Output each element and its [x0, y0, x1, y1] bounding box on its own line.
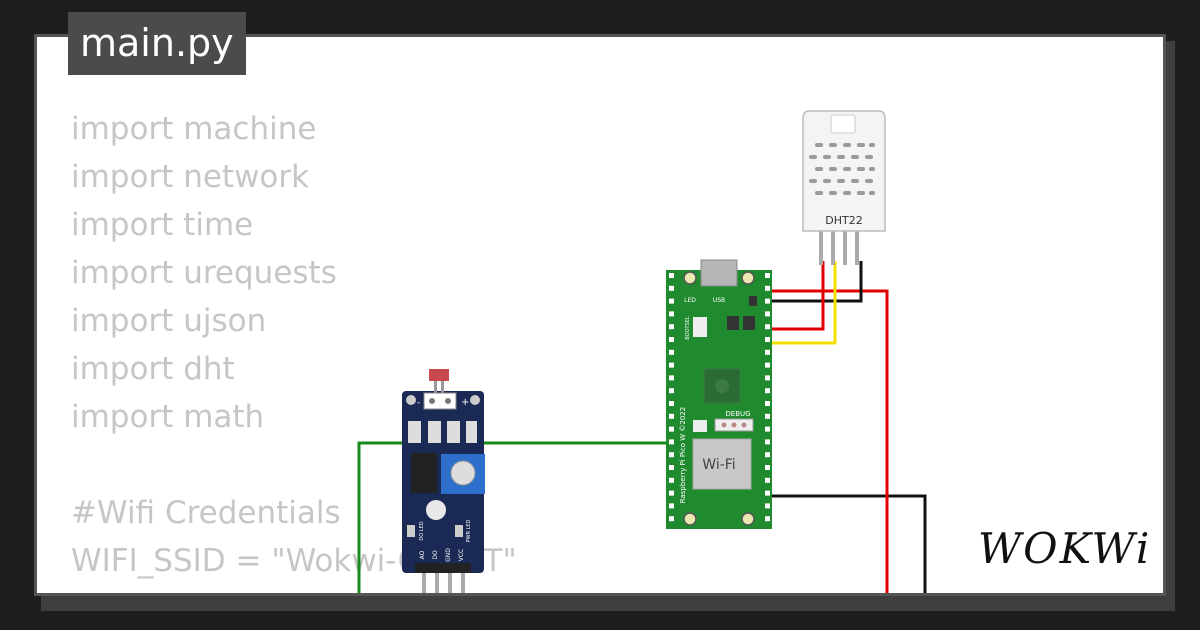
dht22-sensor[interactable]: DHT22 [802, 110, 886, 265]
pico-w-board[interactable]: Wi-Fi USB LED DEBUG BOOTSEL Raspberry Pi… [666, 259, 772, 529]
code-line: import urequests [71, 255, 337, 291]
pin-label-vcc: VCC [458, 549, 465, 561]
photoresistor [429, 369, 449, 381]
header-pin[interactable] [669, 413, 674, 419]
debug-label: DEBUG [725, 410, 750, 418]
code-line: WIFI_PASSWORD = "" [71, 585, 517, 593]
header-pin[interactable] [669, 465, 674, 470]
header-pin[interactable] [669, 516, 674, 522]
wokwi-logo: WOKWi [978, 524, 1152, 573]
circuit-diagram[interactable]: DHT22 Wi-Fi USB LED DEBUG [37, 37, 1166, 596]
header-pin[interactable] [765, 349, 770, 355]
header-pin[interactable] [765, 298, 770, 304]
comparator-chip [411, 453, 437, 493]
header-pin[interactable] [669, 426, 674, 432]
usb-port [700, 259, 738, 287]
plus-label: + [461, 397, 469, 408]
wire-red-vcc [765, 289, 889, 593]
simulation-canvas[interactable]: import machine import network import time i… [34, 34, 1166, 596]
header-pin[interactable] [765, 490, 770, 496]
header-pin[interactable] [669, 477, 674, 483]
file-name-tab[interactable]: main.py [68, 12, 246, 75]
header-pin[interactable] [765, 439, 770, 445]
header-pin[interactable] [669, 337, 674, 342]
header-pin[interactable] [765, 311, 770, 317]
code-line: import math [71, 399, 265, 435]
header-pin[interactable] [765, 285, 770, 291]
header-pin[interactable] [669, 401, 674, 406]
header-pin[interactable] [669, 388, 674, 394]
bootsel-label: BOOTSEL [685, 316, 691, 340]
board-label: Raspberry Pi Pico W ©2022 [679, 407, 687, 503]
wifi-module [692, 438, 752, 490]
pin-label-do: DO [432, 550, 439, 560]
code-line: import network [71, 159, 310, 195]
code-preview: import machine import network import time i… [71, 105, 517, 593]
code-line: import machine [71, 111, 317, 147]
header-pin[interactable] [669, 298, 674, 304]
header-pin[interactable] [669, 349, 674, 355]
header-pin[interactable] [765, 375, 770, 381]
wire-red-dht [765, 261, 825, 331]
header-pin[interactable] [765, 465, 770, 470]
header-pin[interactable] [765, 503, 770, 509]
header-pin[interactable] [669, 324, 674, 330]
header-pin[interactable] [669, 311, 674, 317]
header-pin[interactable] [669, 452, 674, 458]
header-pin[interactable] [765, 324, 770, 330]
usb-label: USB [713, 297, 725, 304]
code-line: import time [71, 207, 254, 243]
ldr-sensor-module[interactable]: - + DO LED PWR LED AO DO GND VCC [402, 369, 485, 596]
header-pin[interactable] [765, 273, 770, 278]
wire-green [357, 441, 669, 593]
header-pin[interactable] [765, 477, 770, 483]
code-line: #Wifi Credentials [71, 495, 341, 531]
header-pin[interactable] [669, 362, 674, 368]
header-pin[interactable] [669, 375, 674, 381]
code-line: import ujson [71, 303, 267, 339]
code-line: import dht [71, 351, 235, 387]
wire-black-dht [765, 261, 863, 303]
wire-black-pico-ground [765, 494, 927, 593]
header-pin[interactable] [669, 285, 674, 291]
header-pin[interactable] [765, 516, 770, 522]
header-pin[interactable] [765, 362, 770, 368]
header-pin[interactable] [765, 337, 770, 342]
header-pin[interactable] [669, 273, 674, 278]
header-pin[interactable] [765, 452, 770, 458]
dht22-label: DHT22 [825, 214, 862, 227]
header-pin[interactable] [765, 388, 770, 394]
header-pin[interactable] [669, 439, 674, 445]
pin-label-ao: AO [419, 550, 426, 559]
wifi-label: Wi-Fi [702, 457, 735, 473]
header-pin[interactable] [765, 426, 770, 432]
do-led-label: DO LED [419, 521, 425, 540]
pin-label-gnd: GND [445, 548, 452, 562]
pwr-led-label: PWR LED [466, 519, 472, 542]
header-pin[interactable] [765, 413, 770, 419]
header-pin[interactable] [765, 401, 770, 406]
minus-label: - [417, 398, 420, 408]
led-label: LED [684, 297, 696, 304]
header-pin[interactable] [669, 503, 674, 509]
bootsel-button [693, 317, 707, 337]
header-pin[interactable] [669, 490, 674, 496]
